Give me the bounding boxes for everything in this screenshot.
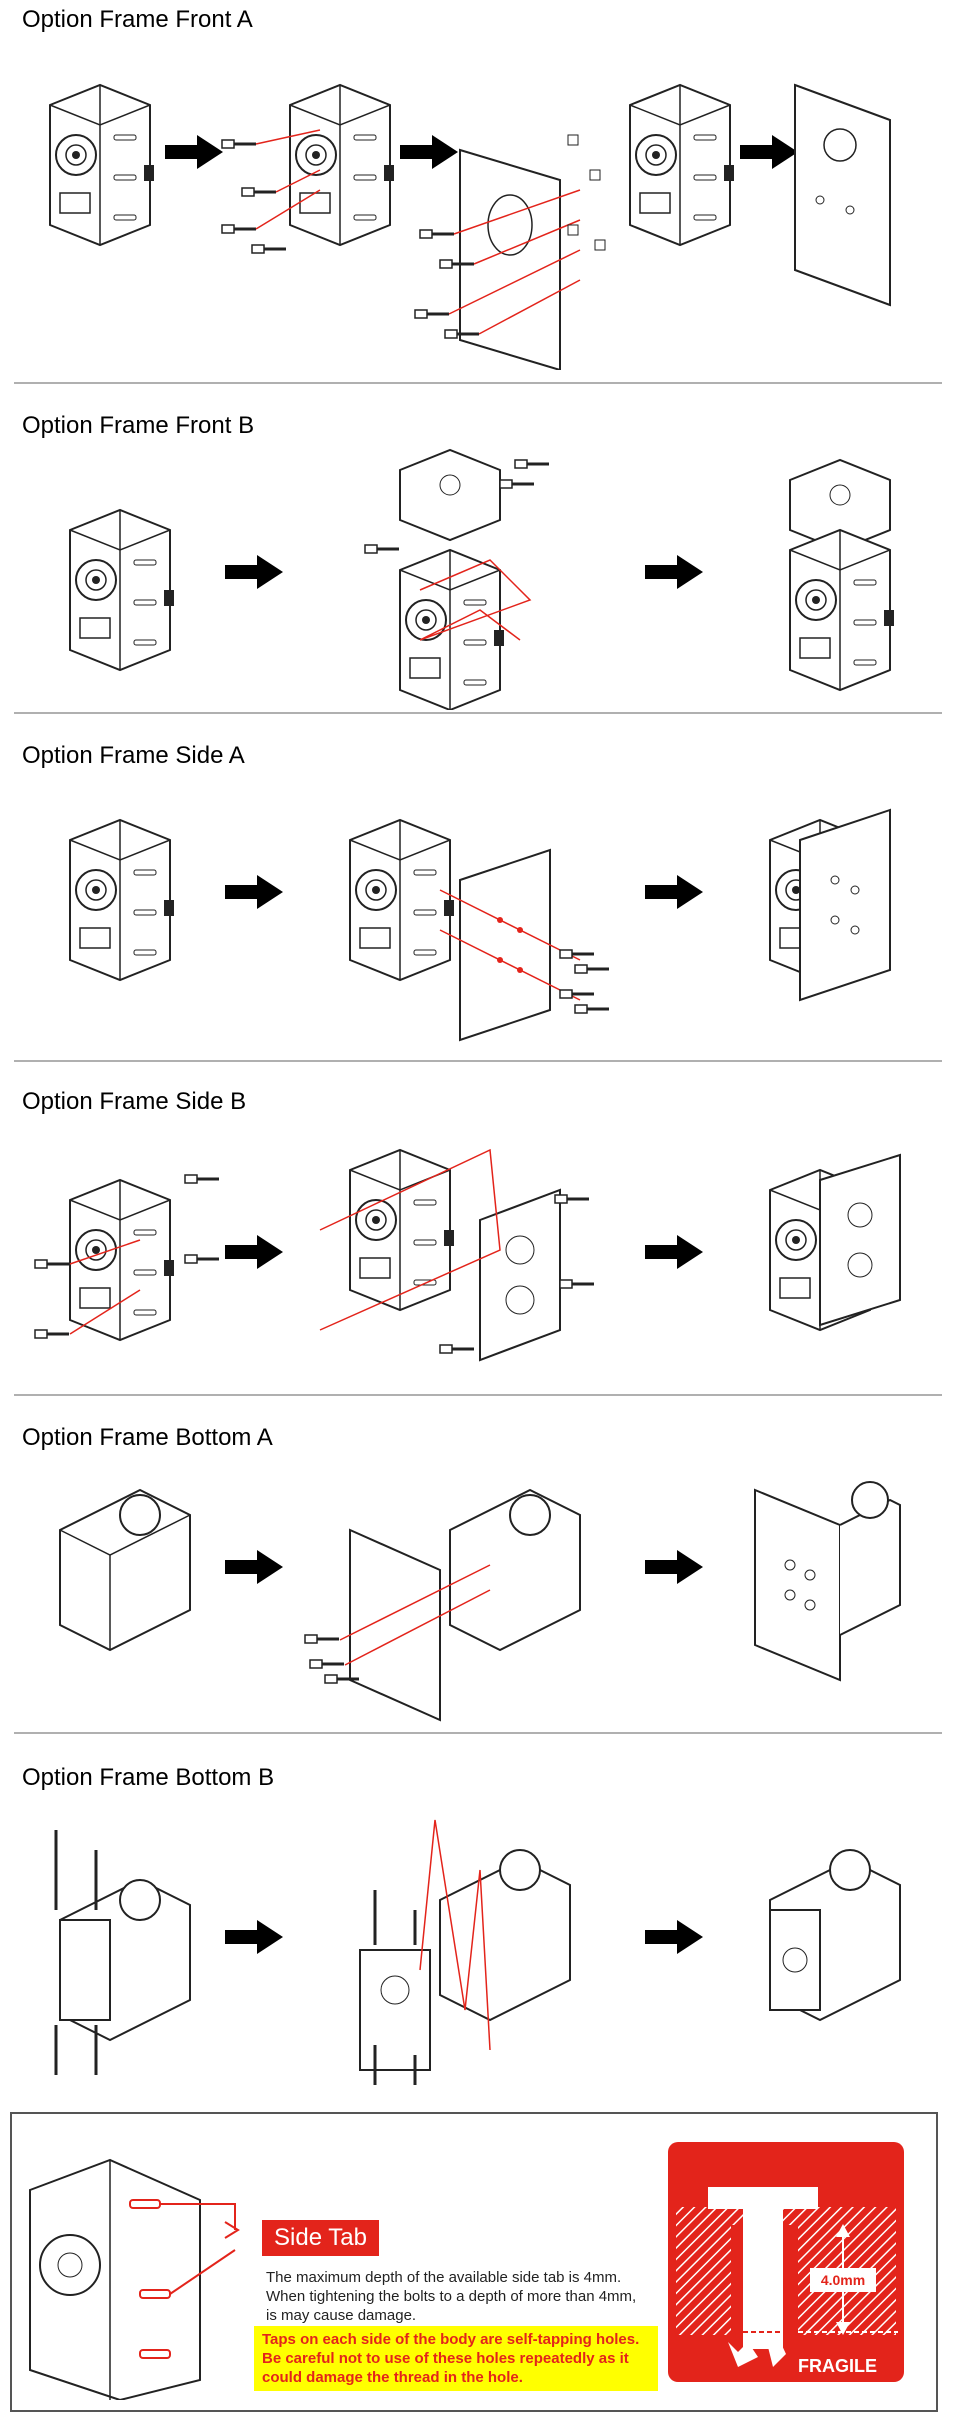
side-tab-description-line: When tightening the bolts to a depth of … [266,2288,637,2305]
warning-line: Taps on each side of the body are self-t… [262,2331,640,2348]
warning-box: Taps on each side of the body are self-t… [254,2326,658,2391]
side-tab-description-line: The maximum depth of the available side … [266,2269,622,2286]
side-tab-servo-illustration [29,2158,240,2400]
front-b-illustration [69,448,895,710]
section-title-front-b: Option Frame Front B [22,412,255,439]
side-tab-label: Side Tab [262,2220,379,2256]
divider [14,382,942,384]
depth-label: 4.0mm [820,2272,866,2288]
front-a-illustration [49,83,891,370]
bottom-a-illustration [59,1481,901,1722]
bottom-b-illustration [54,1819,901,2085]
section-title-front-a: Option Frame Front A [22,6,253,33]
fragile-depth-diagram [668,2142,904,2382]
divider [14,1394,942,1396]
section-title-bottom-b: Option Frame Bottom B [22,1764,275,1791]
side-tab-description: The maximum depth of the available side … [266,2268,656,2325]
section-title-side-a: Option Frame Side A [22,742,245,769]
warning-line: could damage the thread in the hole. [262,2369,523,2386]
divider [14,1732,942,1734]
side-b-illustration [33,1148,901,1362]
fragile-label: FRAGILE [798,2356,877,2376]
section-title-bottom-a: Option Frame Bottom A [22,1424,273,1451]
side-a-illustration [69,808,891,1042]
section-title-side-b: Option Frame Side B [22,1088,247,1115]
divider [14,1060,942,1062]
side-tab-description-line: is may cause damage. [266,2307,417,2324]
divider [14,712,942,714]
side-tab-info-box [10,2112,938,2412]
warning-line: Be careful not to use of these holes rep… [262,2350,629,2367]
